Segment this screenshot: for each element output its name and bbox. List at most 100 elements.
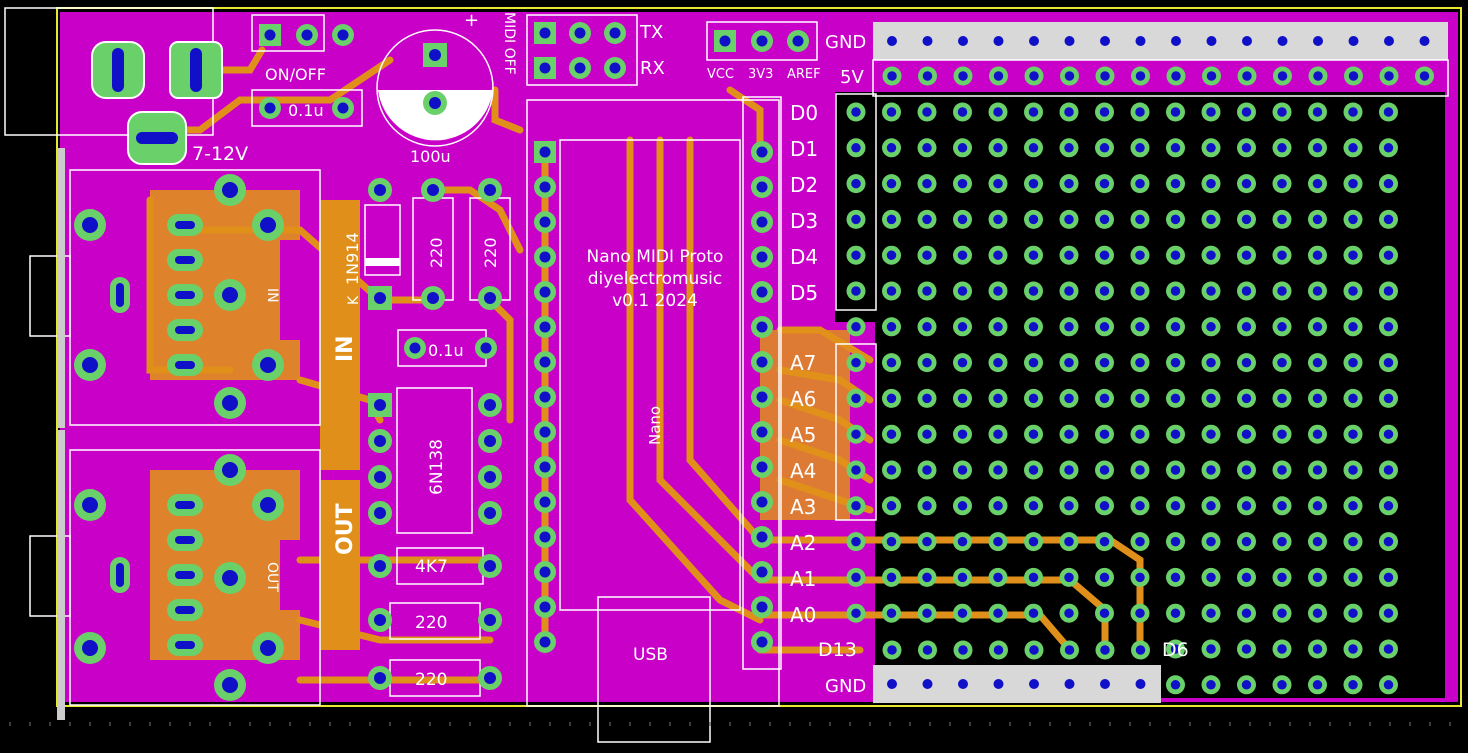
pad-drill [957,536,968,547]
pad-drill [957,107,968,117]
pad-drill [1064,393,1074,404]
pad-drill [922,214,932,225]
pad-drill [1312,536,1323,547]
gnd-rail-hole [958,679,968,689]
pad-drill [756,531,768,543]
gnd-top-label: GND [825,32,866,53]
pad-drill [1099,429,1110,439]
r5-label: 220 [415,670,447,690]
gnd-rail-hole [1384,36,1394,46]
pad-drill [993,71,1004,81]
board-title-1: Nano MIDI Proto [587,247,724,267]
pad-drill [1170,286,1181,296]
pad-drill [756,461,768,473]
pad-drill [539,27,551,39]
power-jack-pads [91,41,223,165]
pin-label-d5: D5 [790,281,818,305]
pad-drill [1135,322,1145,332]
pad-drill [1312,572,1323,583]
pad-drill [1348,143,1358,153]
gnd-rail-hole [1100,679,1110,689]
gnd-rail-hole [1064,36,1075,46]
pad-drill [1383,644,1394,654]
pad-drill [1064,465,1074,475]
pad-drill [1099,250,1110,260]
pad-drill [1348,680,1358,690]
five-v-label: 5V [840,67,864,88]
pad-drill [1241,250,1252,260]
gnd-rail-hole [1029,679,1039,689]
pad-drill [1099,286,1110,296]
pad-drill [1206,465,1216,475]
pad-drill [1170,429,1181,439]
pad-drill [756,321,768,333]
pad-drill [1384,71,1394,81]
pad-drill [1135,357,1145,368]
pad-drill [851,178,861,189]
pad-drill [957,572,968,583]
pad-drill [1206,429,1216,439]
pad-drill [1099,357,1110,368]
pad-drill [1312,286,1323,296]
pad-drill [264,102,276,114]
jack-edges [57,148,65,720]
pad-drill [1241,178,1252,189]
gnd-rail-hole [887,679,897,689]
pad-drill [427,292,439,304]
pad-drill [1312,178,1323,189]
electrolytic-band [378,90,493,141]
pad-drill [1064,357,1074,368]
pad-drill [957,393,968,404]
pad-drill [1348,107,1358,117]
d13-label: D13 [818,639,857,661]
pin-label-a1: A1 [790,567,816,591]
pad-drill [922,357,932,368]
pad-drill [1170,178,1181,189]
gnd-rail-hole [887,36,897,46]
pad-drill [1135,393,1145,404]
pad-drill [993,393,1003,404]
gnd-rail-hole [1100,36,1110,46]
pad-drill [1348,644,1358,654]
pad-drill [886,608,897,618]
pad-drill [429,97,441,109]
pad-drill [260,640,276,656]
pad-drill [1028,250,1039,260]
usb-label: USB [633,645,668,665]
pad-drill [175,536,195,544]
pad-drill [1277,501,1287,511]
pad-drill [1064,178,1074,189]
midi-in-big-label: IN [333,335,358,362]
pad-drill [1135,107,1145,117]
pad-drill [222,287,238,303]
pad-drill [82,497,98,513]
pad-drill [1170,501,1181,511]
pad-drill [1206,286,1216,296]
pad-drill [1170,572,1181,583]
pad-drill [756,391,768,403]
pad-drill [957,322,968,332]
pad-drill [374,184,386,196]
pad-drill [1170,680,1181,690]
pad-drill [957,250,968,260]
pad-drill [539,531,551,543]
pad-drill [609,62,621,74]
pad-drill [887,645,897,655]
pad-drill [1028,536,1039,547]
pad-drill [480,342,492,354]
pad-drill [1312,143,1323,153]
cap-top-label: 0.1u [288,101,324,120]
pad-drill [1135,214,1145,225]
r1-label: 220 [427,237,446,268]
pad-drill [1028,608,1039,618]
pad-drill [1206,143,1216,153]
pad-drill [1419,71,1430,81]
pad-drill [1206,680,1216,690]
through-hole-pads [74,22,809,701]
pad-drill [886,143,897,153]
pad-drill [1277,214,1287,225]
midi-in-jack-label: IN [264,288,280,303]
pad-drill [1170,644,1181,654]
pad-drill [993,536,1003,547]
